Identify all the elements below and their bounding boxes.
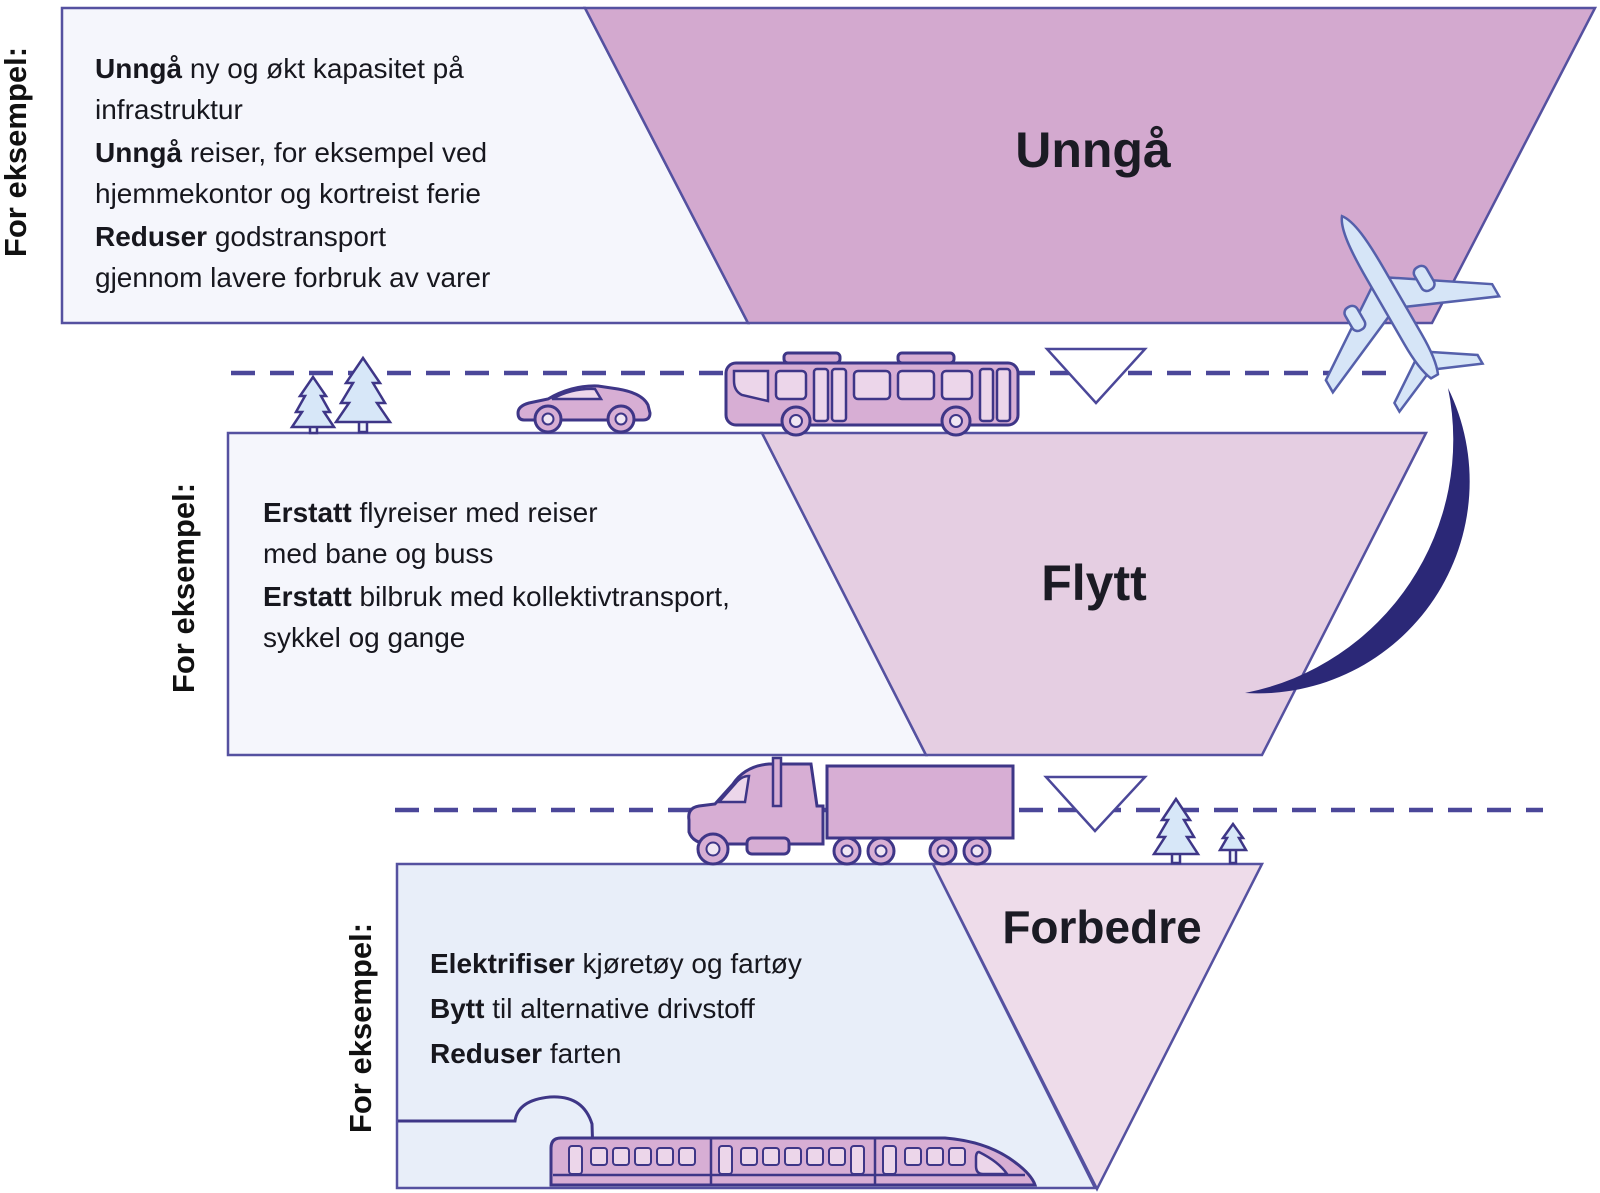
example-item: Reduser godstransport gjennom lavere forb… xyxy=(95,216,735,298)
example-text: med bane og buss xyxy=(263,538,494,569)
example-text: godstransport xyxy=(207,221,387,252)
pine-tree-icon xyxy=(1217,821,1249,865)
tunnel-icon xyxy=(398,1095,596,1187)
example-text: hjemmekontor og kortreist ferie xyxy=(95,178,481,209)
avoid-title: Unngå xyxy=(1015,122,1171,178)
pine-tree-icon xyxy=(1151,796,1201,865)
example-text: reiser, for eksempel ved xyxy=(182,137,488,168)
avoid-side-label: For eksempel: xyxy=(0,47,33,257)
example-text: til alternative drivstoff xyxy=(484,993,755,1024)
down-arrow-icon xyxy=(1043,775,1148,833)
bus-icon xyxy=(724,351,1020,437)
example-item: Reduser farten xyxy=(430,1032,1070,1075)
example-keyword: Elektrifiser xyxy=(430,948,575,979)
example-item: Erstatt flyreiser med reiser med bane og … xyxy=(263,492,903,574)
example-item: Elektrifiser kjøretøy og fartøy xyxy=(430,942,1070,985)
example-keyword: Unngå xyxy=(95,53,183,84)
shift-funnel-segment xyxy=(759,431,1429,757)
shift-title: Flytt xyxy=(1041,555,1147,611)
example-text: infrastruktur xyxy=(95,94,243,125)
example-item: Erstatt bilbruk med kollektivtransport, s… xyxy=(263,576,903,658)
example-item: Unngå ny og økt kapasitet på infrastruktu… xyxy=(95,48,735,130)
improve-side-label: For eksempel: xyxy=(343,923,378,1133)
improve-examples-text: Elektrifiser kjøretøy og fartøy Bytt til… xyxy=(430,942,1070,1077)
airplane-icon xyxy=(1324,214,1502,414)
example-keyword: Reduser xyxy=(430,1038,543,1069)
example-text: flyreiser med reiser xyxy=(351,497,598,528)
truck-icon xyxy=(687,756,1015,866)
example-keyword: Unngå xyxy=(95,137,183,168)
example-keyword: Erstatt xyxy=(263,497,352,528)
improve-example-box xyxy=(395,862,1098,1190)
example-text: bilbruk med kollektivtransport, xyxy=(351,581,730,612)
example-item: Bytt til alternative drivstoff xyxy=(430,987,1070,1030)
train-icon xyxy=(549,1136,1038,1187)
example-item: Unngå reiser, for eksempel ved hjemmekont… xyxy=(95,132,735,214)
example-text: sykkel og gange xyxy=(263,622,466,653)
example-text: kjøretøy og fartøy xyxy=(574,948,802,979)
example-keyword: Reduser xyxy=(95,221,208,252)
car-icon xyxy=(516,384,652,434)
avoid-funnel-segment xyxy=(582,6,1598,325)
improve-funnel-segment xyxy=(930,862,1265,1192)
example-text: gjennom lavere forbruk av varer xyxy=(95,262,491,293)
shift-side-label: For eksempel: xyxy=(166,483,201,693)
example-keyword: Bytt xyxy=(430,993,485,1024)
shift-curve-arrow-icon xyxy=(1245,388,1470,694)
pine-tree-icon xyxy=(289,374,337,435)
down-arrow-icon xyxy=(1044,347,1148,405)
pine-tree-icon xyxy=(333,355,393,434)
shift-examples-text: Erstatt flyreiser med reiser med bane og … xyxy=(263,492,903,660)
example-text: farten xyxy=(542,1038,622,1069)
example-keyword: Erstatt xyxy=(263,581,352,612)
improve-title: Forbedre xyxy=(1002,901,1201,953)
example-text: ny og økt kapasitet på xyxy=(182,53,464,84)
avoid-examples-text: Unngå ny og økt kapasitet på infrastruktu… xyxy=(95,48,735,300)
